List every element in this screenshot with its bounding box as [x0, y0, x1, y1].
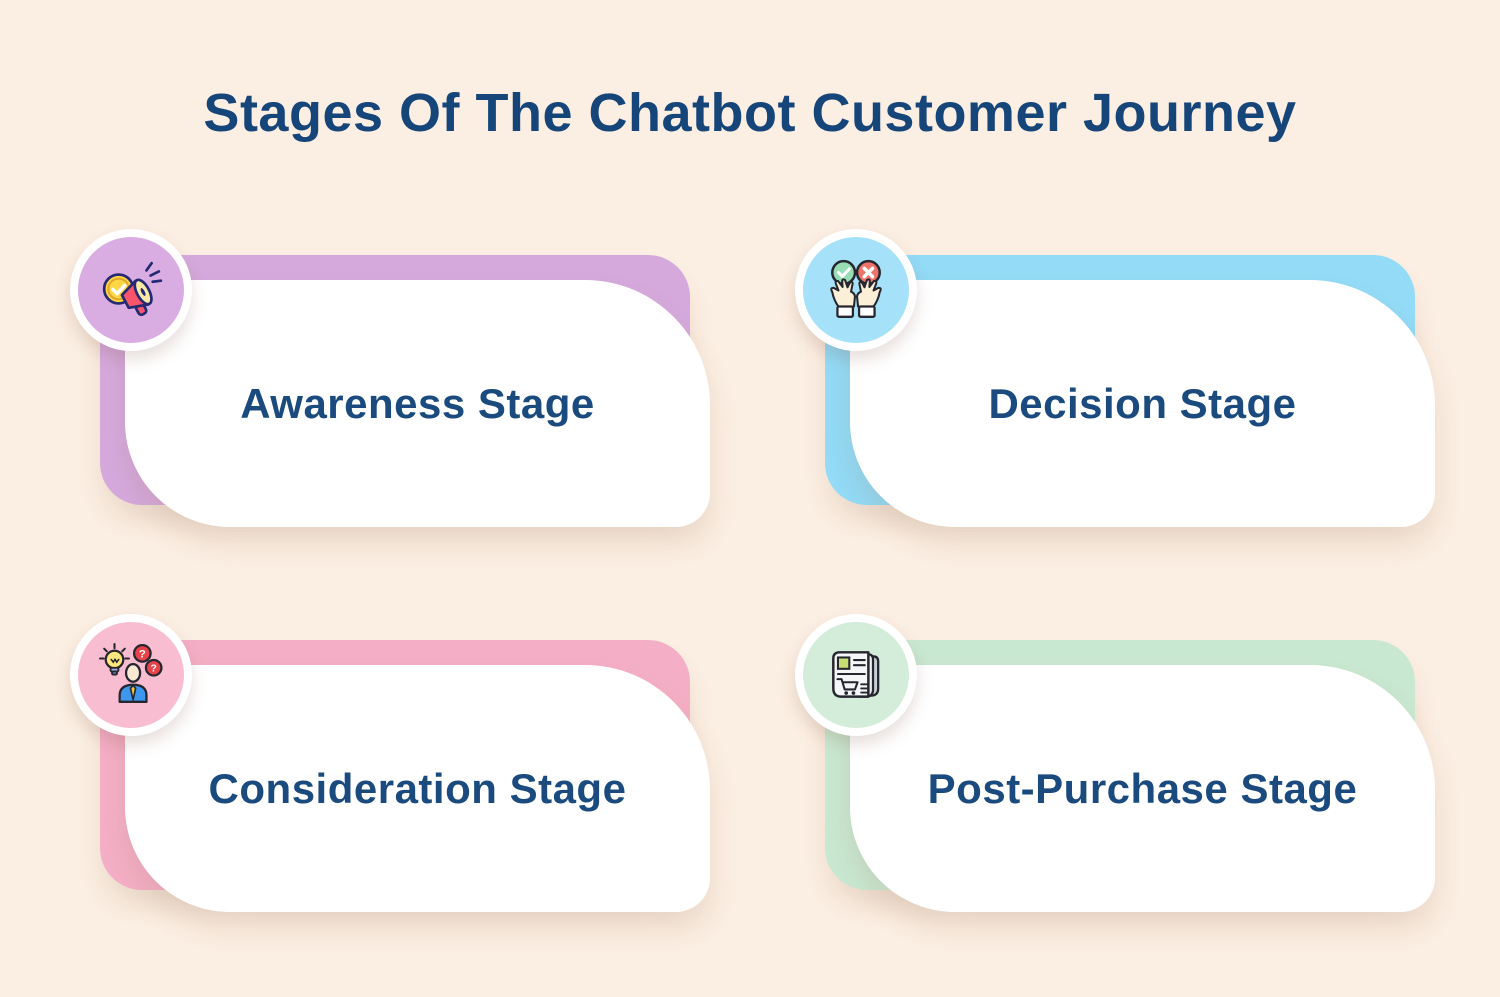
- page-title: Stages Of The Chatbot Customer Journey: [203, 83, 1297, 143]
- hands-approve-reject-icon: [830, 259, 882, 318]
- stage-icon-badge: [70, 229, 192, 351]
- megaphone-check-icon: [102, 261, 163, 317]
- newspaper-shopping-cart-icon: [832, 651, 880, 698]
- stage-label: Decision Stage: [988, 379, 1297, 427]
- stage-icon-badge: [795, 229, 917, 351]
- stage-label: Post-Purchase Stage: [927, 764, 1358, 812]
- stage-card-postpurchase: Post-Purchase Stage: [795, 614, 1435, 912]
- svg-text:?: ?: [151, 664, 157, 675]
- stage-card-decision: Decision Stage: [795, 229, 1435, 527]
- stage-icon-badge: [795, 614, 917, 736]
- person-thinking-questions-icon: ? ?: [99, 643, 163, 703]
- card-front-panel: Decision Stage: [850, 280, 1435, 527]
- svg-text:?: ?: [139, 648, 146, 660]
- card-front-panel: Post-Purchase Stage: [850, 665, 1435, 912]
- stage-label: Awareness Stage: [240, 379, 595, 427]
- stage-card-awareness: Awareness Stage: [70, 229, 710, 527]
- card-front-panel: Consideration Stage: [125, 665, 710, 912]
- stage-label: Consideration Stage: [208, 764, 627, 812]
- stage-icon-badge: ? ?: [70, 614, 192, 736]
- card-front-panel: Awareness Stage: [125, 280, 710, 527]
- stage-card-consideration: Consideration Stage ? ?: [70, 614, 710, 912]
